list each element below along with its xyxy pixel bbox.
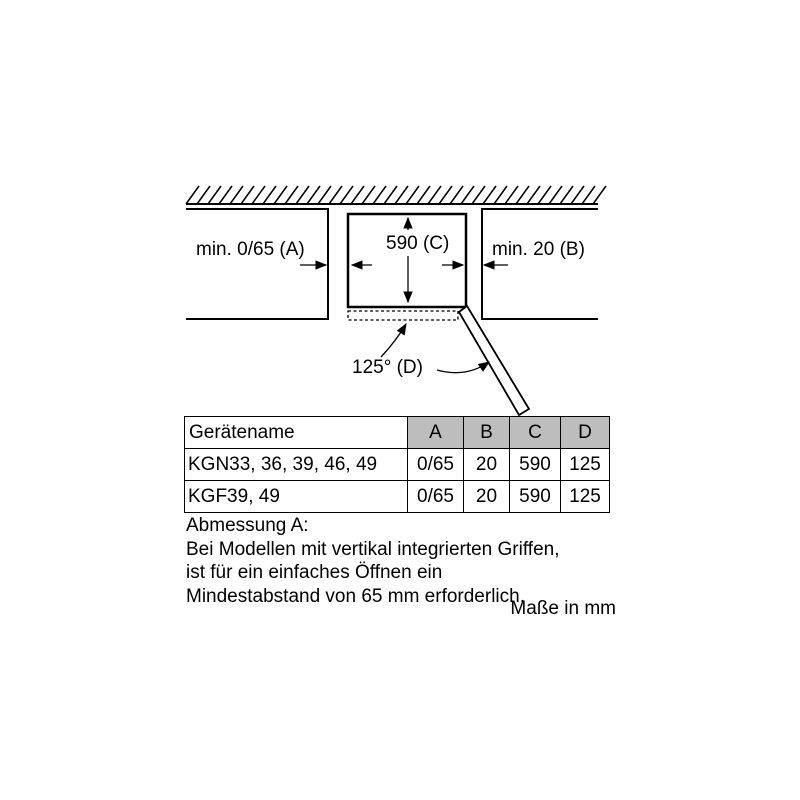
hatch-line [372,185,387,205]
hatch-line [240,185,255,205]
hatch-line [526,185,541,205]
door-closed-outline [347,310,459,321]
hatch-line [471,185,486,205]
cell-c: 590 [509,480,561,513]
hatch-line [207,185,222,205]
hatch-line [548,185,563,205]
note-line-2: Bei Modellen mit vertikal integrierten G… [186,538,560,560]
hatch-line [196,185,211,205]
hatch-line [504,185,519,205]
hatch-line [438,185,453,205]
note-line-1: Abmessung A: [186,515,309,536]
ceiling-hatching [185,185,607,205]
header-c: C [509,416,561,449]
hatch-line [328,185,343,205]
hatch-line [218,185,233,205]
hatch-line [449,185,464,205]
cell-c: 590 [509,448,561,481]
note-line-3: ist für ein einfaches Öffnen ein [186,562,443,583]
angle-label: 125° (D) [352,357,423,378]
hatch-line [295,185,310,205]
installation-diagram: 590 (C) min. 0/65 (A) min. 20 (B) 125° (… [185,185,607,417]
door-open [457,304,531,417]
hatch-line [350,185,365,205]
hatch-line [317,185,332,205]
cell-b: 20 [463,448,510,481]
hatch-line [185,185,200,205]
spec-table: Gerätename A B C D KGN33, 36, 39, 46, 49… [184,416,610,513]
hatch-line [493,185,508,205]
left-gap-label: min. 0/65 (A) [196,239,305,260]
hatch-line [361,185,376,205]
hatch-line [306,185,321,205]
hatch-line [383,185,398,205]
header-a: A [407,416,464,449]
dimension-note: Abmessung A: Bei Modellen mit vertikal i… [186,514,559,608]
note-line-4: Mindestabstand von 65 mm erforderlich. [186,585,525,607]
appliance-body [346,212,468,309]
hatch-line [262,185,277,205]
left-cabinet [186,208,329,320]
hatch-line [592,185,607,205]
units-label: Maße in mm [510,598,616,619]
hatch-line [251,185,266,205]
table-row: KGF39, 49 0/65 20 590 125 [184,480,610,513]
cell-a: 0/65 [407,448,464,481]
cell-device-name: KGF39, 49 [184,480,408,513]
hatch-line [339,185,354,205]
hatch-line [482,185,497,205]
table-header-row: Gerätename A B C D [184,416,610,449]
hatch-line [581,185,596,205]
hatch-line [570,185,585,205]
cell-device-name: KGN33, 36, 39, 46, 49 [184,448,408,481]
hatch-line [559,185,574,205]
hatch-line [427,185,442,205]
hatch-line [416,185,431,205]
depth-label: 590 (C) [386,233,449,254]
right-gap-label: min. 20 (B) [492,239,585,260]
header-device-name: Gerätename [184,416,408,449]
right-cabinet [481,208,598,320]
hatch-line [284,185,299,205]
hatch-line [394,185,409,205]
cell-d: 125 [560,480,610,513]
hatch-line [460,185,475,205]
cell-d: 125 [560,448,610,481]
table-row: KGN33, 36, 39, 46, 49 0/65 20 590 125 [184,448,610,481]
cell-b: 20 [463,480,510,513]
header-b: B [463,416,510,449]
hatch-line [405,185,420,205]
angle-arc-upper [380,322,407,358]
header-d: D [560,416,610,449]
hatch-line [515,185,530,205]
hatch-line [273,185,288,205]
hatch-line [537,185,552,205]
hatch-line [229,185,244,205]
cell-a: 0/65 [407,480,464,513]
angle-arc-lower [436,361,490,374]
